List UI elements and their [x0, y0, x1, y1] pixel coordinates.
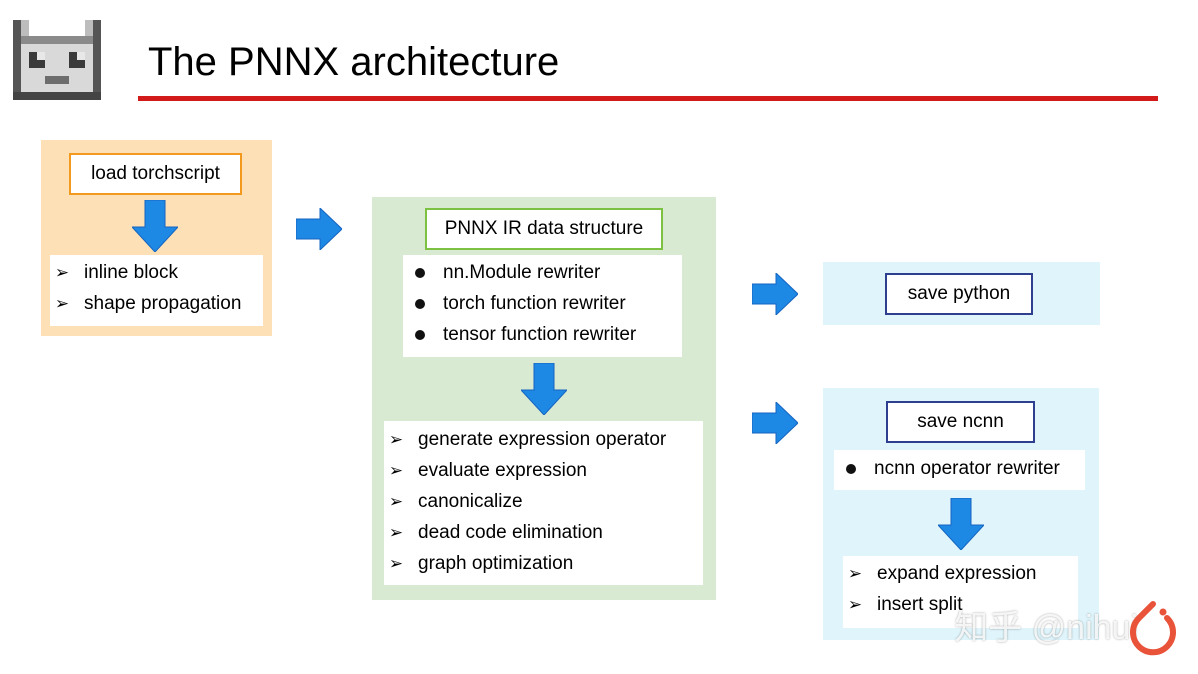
- stage-python-header: save python: [885, 273, 1033, 315]
- right-arrow-icon: [296, 208, 342, 250]
- stage-ncnn-pass-list: ➢ expand expression ➢ insert split: [843, 556, 1078, 628]
- stage-python-panel: save python: [823, 262, 1100, 325]
- right-arrow-icon: [752, 402, 798, 444]
- dot-bullet-icon: [846, 464, 856, 474]
- stage-ir-rewriter-list: nn.Module rewriter torch function rewrit…: [403, 255, 682, 357]
- arrowhead-bullet-icon: ➢: [388, 461, 404, 480]
- stage-ir-panel: PNNX IR data structure nn.Module rewrite…: [372, 197, 716, 600]
- stage-ncnn-panel: save ncnn ncnn operator rewriter ➢ expan…: [823, 388, 1099, 640]
- list-item: ➢ graph optimization: [384, 553, 573, 575]
- list-item: torch function rewriter: [403, 293, 626, 315]
- stage-ir-header: PNNX IR data structure: [425, 208, 663, 250]
- dot-bullet-icon: [415, 268, 425, 278]
- list-item: nn.Module rewriter: [403, 262, 600, 284]
- arrowhead-bullet-icon: ➢: [388, 492, 404, 511]
- arrowhead-bullet-icon: ➢: [847, 595, 863, 614]
- zhihu-watermark: 知乎 @nihui: [954, 609, 1138, 647]
- stage-ir-pass-list: ➢ generate expression operator ➢ evaluat…: [384, 421, 703, 585]
- stage-load-list: ➢ inline block ➢ shape propagation: [50, 255, 263, 326]
- arrowhead-bullet-icon: ➢: [388, 523, 404, 542]
- list-item: ➢ expand expression: [843, 563, 1037, 585]
- list-item: ➢ evaluate expression: [384, 460, 587, 482]
- right-arrow-icon: [752, 273, 798, 315]
- arrowhead-bullet-icon: ➢: [54, 294, 70, 313]
- pixel-cat-logo: [13, 12, 101, 100]
- list-item: ncnn operator rewriter: [834, 458, 1060, 480]
- stage-ncnn-rewriter-list: ncnn operator rewriter: [834, 450, 1085, 490]
- list-item: ➢ insert split: [843, 594, 963, 616]
- down-arrow-icon: [521, 363, 567, 415]
- arrowhead-bullet-icon: ➢: [388, 430, 404, 449]
- list-item: ➢ canonicalize: [384, 491, 523, 513]
- stage-load-header: load torchscript: [69, 153, 242, 195]
- down-arrow-icon: [132, 200, 178, 252]
- dot-bullet-icon: [415, 299, 425, 309]
- arrowhead-bullet-icon: ➢: [847, 564, 863, 583]
- stage-ncnn-header: save ncnn: [886, 401, 1035, 443]
- pytorch-flame-icon: [1130, 601, 1176, 656]
- dot-bullet-icon: [415, 330, 425, 340]
- list-item: tensor function rewriter: [403, 324, 636, 346]
- arrowhead-bullet-icon: ➢: [54, 263, 70, 282]
- arrowhead-bullet-icon: ➢: [388, 554, 404, 573]
- down-arrow-icon: [938, 498, 984, 550]
- page-title: The PNNX architecture: [148, 40, 560, 84]
- stage-load-panel: load torchscript ➢ inline block ➢ shape …: [41, 140, 272, 336]
- title-underline: [138, 96, 1158, 101]
- list-item: ➢ dead code elimination: [384, 522, 603, 544]
- list-item: ➢ inline block: [50, 262, 178, 284]
- list-item: ➢ generate expression operator: [384, 429, 666, 451]
- list-item: ➢ shape propagation: [50, 293, 242, 315]
